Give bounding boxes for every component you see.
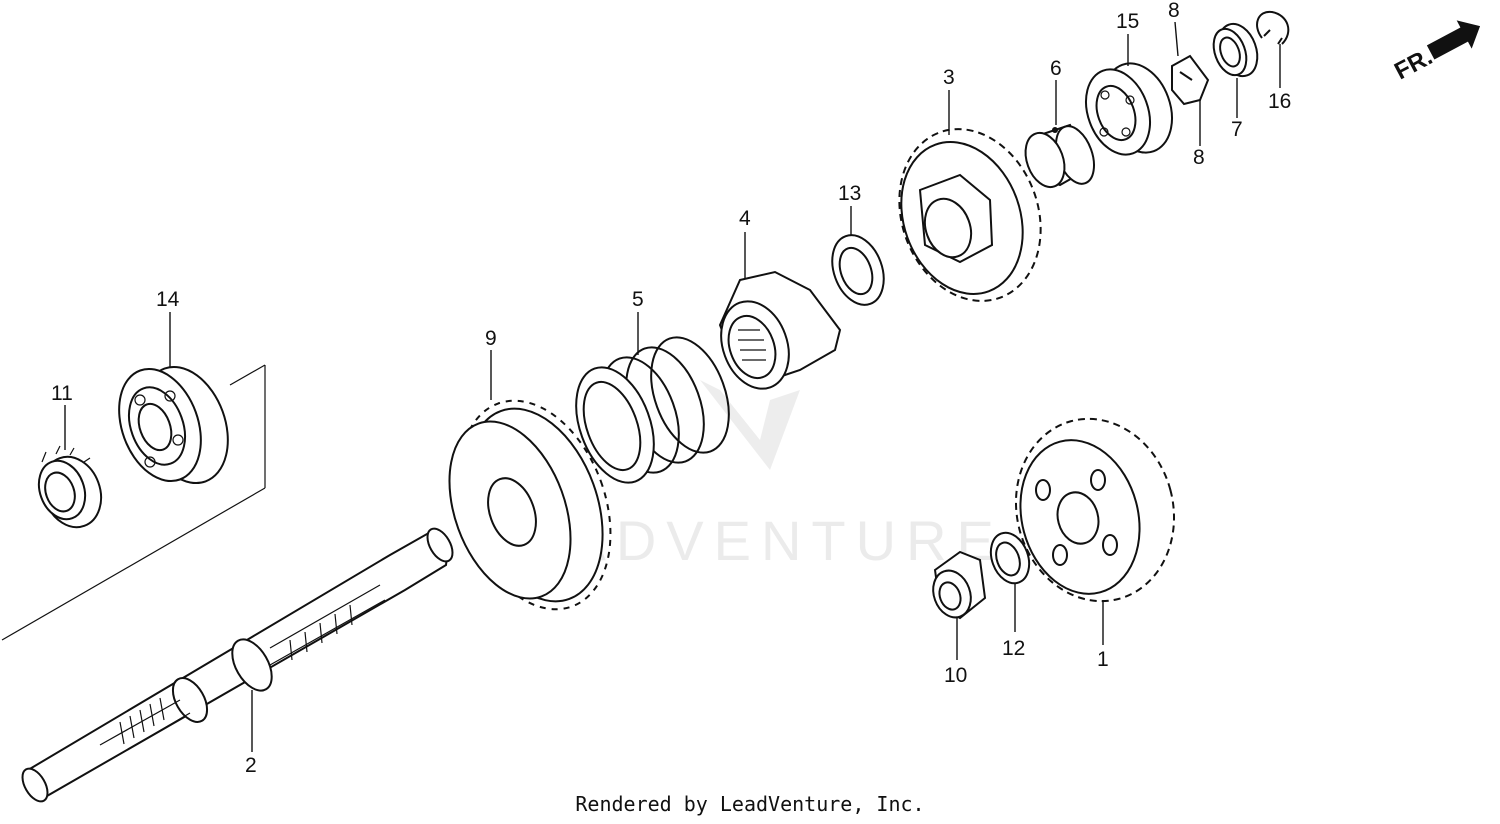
callout-8-bottom: 8 [1193, 146, 1205, 169]
part-12-washer [989, 531, 1031, 585]
part-10-nut [932, 550, 987, 620]
part-2-shaft [21, 527, 454, 803]
callout-1: 1 [1097, 648, 1109, 671]
callout-5: 5 [632, 288, 644, 311]
leader-lines [64, 21, 1281, 752]
part-9-gear [448, 399, 612, 611]
part-1-gear [1014, 417, 1176, 603]
front-direction-marker: FR. [1390, 20, 1481, 85]
part-15-bearing [1085, 62, 1173, 156]
part-4-collar [718, 270, 842, 390]
callout-2: 2 [245, 754, 257, 777]
callout-8-top: 8 [1168, 0, 1180, 22]
part-6-bushing [1024, 123, 1095, 189]
callout-14: 14 [156, 288, 180, 311]
callout-4: 4 [739, 207, 751, 230]
callout-11: 11 [51, 382, 73, 405]
callout-7: 7 [1231, 118, 1243, 141]
part-7-washer [1212, 22, 1259, 78]
arrow-icon [1426, 20, 1481, 60]
part-16-circlip [1256, 10, 1290, 45]
callout-9: 9 [485, 327, 497, 350]
assembly-bracket [1, 364, 266, 641]
callout-16: 16 [1268, 90, 1291, 113]
part-13-washer [831, 234, 885, 306]
callout-12: 12 [1002, 637, 1025, 660]
callout-10: 10 [944, 664, 967, 687]
part-14-bearing [118, 365, 229, 485]
part-5-spring [575, 336, 730, 484]
callout-13: 13 [838, 182, 861, 205]
part-8-collar [1171, 54, 1210, 106]
callout-6: 6 [1050, 57, 1062, 80]
part-3-gear [898, 128, 1042, 302]
render-credit: Rendered by LeadVenture, Inc. [575, 792, 925, 816]
callout-3: 3 [943, 66, 955, 89]
part-11-nut [37, 445, 103, 529]
callout-labels: 14 11 2 9 5 4 13 3 6 15 8 8 7 16 12 10 1 [51, 0, 1291, 777]
callout-15: 15 [1116, 10, 1139, 33]
